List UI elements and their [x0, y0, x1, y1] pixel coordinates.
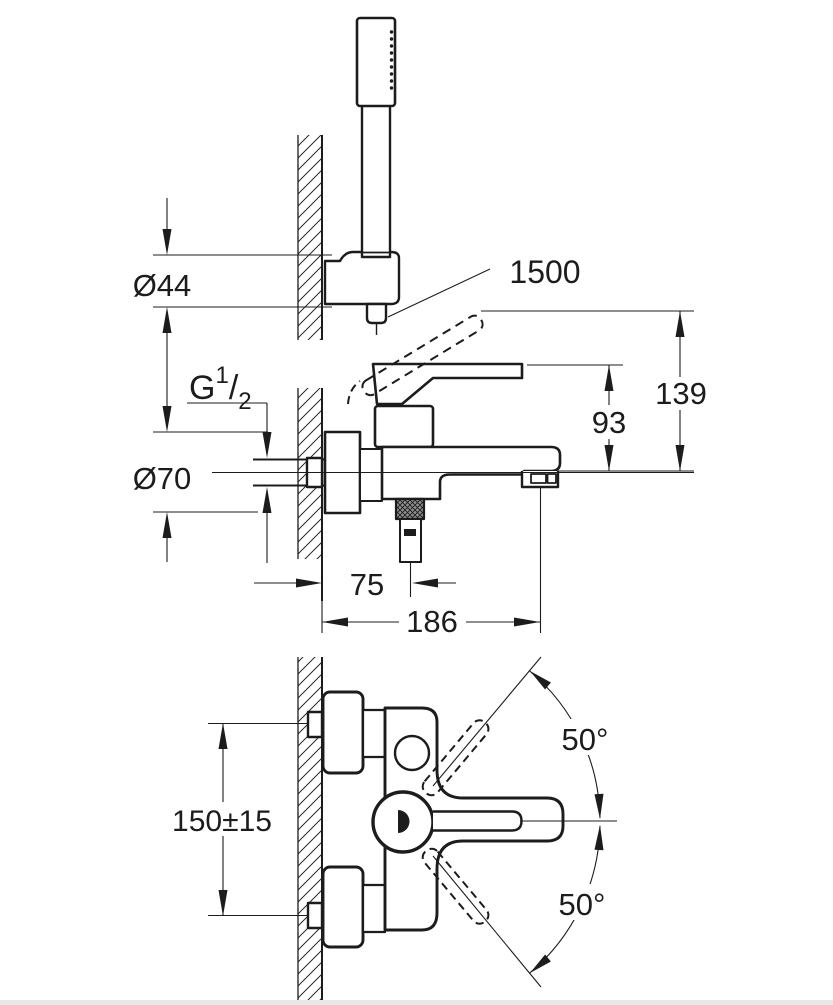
lever-raised-dashed: [361, 314, 484, 397]
inlet-connector-front-bottom: [361, 883, 387, 934]
shower-head: [355, 16, 397, 108]
dimension-text-backgrounds: [159, 377, 712, 920]
dim-height-body: 93: [592, 405, 626, 440]
dim-projection-spout: 186: [406, 604, 458, 639]
ext-lines-d70: [153, 431, 268, 513]
ball-center-detail: [398, 810, 410, 833]
lever-raised-arc-dashed: [347, 380, 361, 405]
hose-connector-knurl: [394, 497, 426, 521]
ext-lines-d44: [153, 254, 332, 308]
shower-wall-bracket: [323, 250, 401, 306]
mixer-body-side: [380, 445, 562, 501]
supply-square-bottom: [306, 901, 324, 930]
dimension-arrows: [162, 229, 685, 916]
supply-square-top: [306, 710, 324, 739]
dim-inlet-center-distance: 150±15: [172, 805, 272, 838]
side-view-hand-shower: [323, 16, 401, 335]
wall-hatch-upper: [298, 135, 322, 340]
dim-height-overall: 139: [655, 376, 707, 411]
shower-handle-seam: [362, 251, 390, 258]
hose-nipple: [399, 518, 422, 563]
inlet-connector-side: [359, 448, 383, 502]
wall-section: [297, 135, 323, 1000]
ext-lines-150: [208, 722, 308, 917]
swing-angle-lines: [432, 656, 542, 988]
leader-1500: [387, 268, 491, 318]
dim-lever-swing-lower: 50°: [559, 887, 606, 922]
front-view-mixer: [306, 656, 617, 988]
dimension-texts: Ø44 G1/2 Ø70 1500 139 93 75 186 150±15 5…: [133, 254, 707, 922]
diverter-knob: [393, 734, 431, 772]
side-view-mixer: [212, 314, 694, 597]
shower-spray-nozzles: [389, 30, 394, 90]
dim-thread-size: G1/2: [189, 362, 252, 415]
lever-front-slot: [433, 810, 523, 832]
escutcheon-front-bottom: [321, 865, 365, 949]
hose-outlet: [365, 302, 388, 325]
dim-hose-length: 1500: [509, 254, 580, 290]
dim-escutcheon-diameter: Ø70: [133, 461, 192, 496]
inlet-connector-front-top: [361, 708, 387, 759]
dim-shower-holder-diameter: Ø44: [133, 268, 192, 303]
angle-arc-arrows: [530, 671, 604, 973]
aerator-tab: [546, 473, 557, 484]
aerator-tab: [530, 473, 547, 484]
lever-side: [371, 362, 524, 406]
wall-hatch-lower: [298, 657, 322, 1000]
cartridge-dome: [373, 404, 435, 449]
shower-handle: [360, 103, 392, 259]
escutcheon-front-top: [321, 690, 365, 775]
leader-g-half: [187, 402, 268, 563]
dim-lever-swing-upper: 50°: [562, 722, 609, 757]
nipple-detail: [404, 529, 416, 536]
dim-projection-hose: 75: [350, 567, 384, 602]
